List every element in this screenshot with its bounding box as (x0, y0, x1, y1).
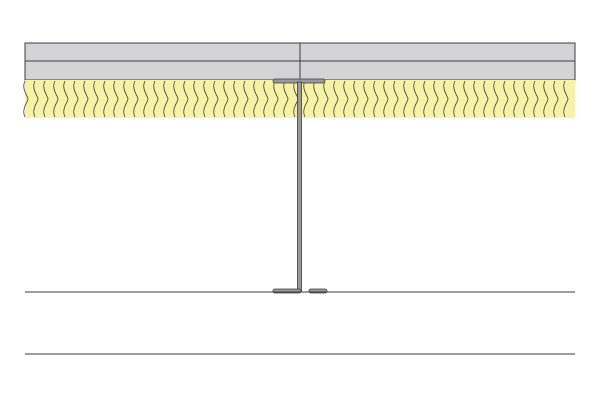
insulation-lobe (163, 80, 169, 118)
insulation-lobe (473, 80, 479, 118)
insulation-lobe (33, 80, 39, 118)
insulation-lobe (513, 80, 519, 118)
insulation-lobe (313, 80, 319, 118)
insulation-lobe (193, 80, 199, 118)
insulation-lobe (363, 80, 369, 118)
insulation-lobe (223, 80, 229, 118)
insulation-lobe (523, 80, 529, 118)
insulation-lobe (273, 80, 279, 118)
insulation-lobe (393, 80, 399, 118)
insulation-lobe (463, 80, 469, 118)
insulation-pattern (23, 80, 569, 118)
insulation-lobe (543, 80, 549, 118)
insulation-lobe (503, 80, 509, 118)
insulation-lobe (563, 80, 569, 118)
insulation-lobe (113, 80, 119, 118)
insulation-lobe (433, 80, 439, 118)
insulation-lobe (443, 80, 449, 118)
insulation-lobe (203, 80, 209, 118)
insulation-lobe (343, 80, 349, 118)
insulation-lobe (183, 80, 189, 118)
insulation-lobe (483, 80, 489, 118)
insulation-lobe (333, 80, 339, 118)
insulation-lobe (93, 80, 99, 118)
insulation-lobe (43, 80, 49, 118)
insulation-lobe (493, 80, 499, 118)
insulation-lobe (423, 80, 429, 118)
insulation-lobe (453, 80, 459, 118)
insulation-lobe (83, 80, 89, 118)
insulation-lobe (303, 80, 309, 118)
insulation-lobe (233, 80, 239, 118)
insulation-lobe (283, 80, 289, 118)
insulation-lobe (243, 80, 249, 118)
insulation-lobe (353, 80, 359, 118)
insulation-lobe (263, 80, 269, 118)
insulation-lobe (553, 80, 559, 118)
insulation-lobe (173, 80, 179, 118)
insulation-lobe (533, 80, 539, 118)
insulation-lobe (383, 80, 389, 118)
insulation-lobe (403, 80, 409, 118)
insulation-lobe (413, 80, 419, 118)
insulation-lobe (253, 80, 259, 118)
insulation-lobe (213, 80, 219, 118)
insulation-lobe (53, 80, 59, 118)
insulation-lobe (153, 80, 159, 118)
insulation-lobe (23, 80, 29, 118)
insulation-lobe (133, 80, 139, 118)
stud-web (297, 81, 302, 293)
insulation-lobe (143, 80, 149, 118)
insulation-lobe (373, 80, 379, 118)
insulation-lobe (103, 80, 109, 118)
insulation-lobe (323, 80, 329, 118)
insulation-lobe (73, 80, 79, 118)
insulation-lobe (123, 80, 129, 118)
insulation-lobe (63, 80, 69, 118)
